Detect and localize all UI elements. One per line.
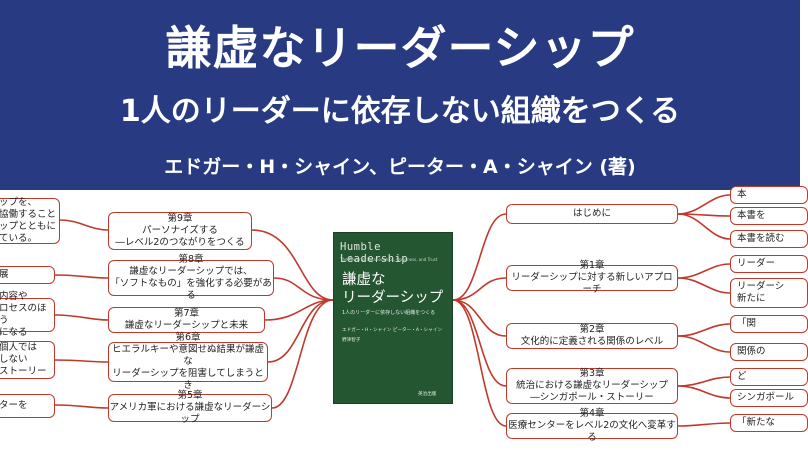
connector xyxy=(271,299,334,409)
chapter-5-node[interactable]: 第5章 アメリカ軍における謙虚なリーダーシップ xyxy=(108,390,272,425)
book-cover: Humble Leadership The Power of Relations… xyxy=(333,232,453,404)
connector xyxy=(54,274,109,279)
connector xyxy=(452,299,507,387)
connector xyxy=(273,277,334,301)
right-leaf[interactable]: 関係の xyxy=(730,343,808,361)
connector xyxy=(677,422,731,427)
book-title-en: Humble Leadership xyxy=(340,241,409,265)
connector xyxy=(677,335,731,353)
book-publisher: 英治出版 xyxy=(418,392,437,397)
book-subtitle-jp: 1人のリーダーに依存しない組織をつくる xyxy=(342,310,436,316)
connector xyxy=(677,213,731,240)
connector xyxy=(452,299,507,427)
right-leaf[interactable]: シンガポール xyxy=(730,389,808,407)
book-title-jp: 謙虚な リーダーシップ xyxy=(342,272,444,306)
left-leaf[interactable]: 個人では しない ストーリー xyxy=(0,341,55,379)
intro-node[interactable]: はじめに xyxy=(506,204,678,224)
book-translator: 野津智子 xyxy=(342,338,361,343)
header-banner: 謙虚なリーダーシップ 1人のリーダーに依存しない組織をつくる エドガー・H・シャ… xyxy=(0,0,800,190)
connector xyxy=(452,299,507,337)
mind-map-connectors xyxy=(54,194,731,427)
right-leaf[interactable]: 「新たな xyxy=(730,414,808,432)
page-subtitle: 1人のリーダーに依存しない組織をつくる xyxy=(119,94,681,129)
author-line: エドガー・H・シャイン、ピーター・A・シャイン (著) xyxy=(164,156,636,178)
book-authors: エドガー・H・シャイン ピーター・A・シャイン xyxy=(342,328,442,333)
right-leaf[interactable]: 本書を xyxy=(730,207,808,225)
left-leaf[interactable]: ップを、 協働すること ップとともに ている。 xyxy=(0,197,60,244)
right-leaf[interactable]: 「関 xyxy=(730,315,808,333)
connector xyxy=(452,213,507,301)
connector xyxy=(59,219,109,231)
connector xyxy=(677,277,731,294)
chapter-1-node[interactable]: 第1章 リーダーシップに対する新しいアプローチ xyxy=(506,260,678,295)
connector xyxy=(54,359,109,363)
chapter-9-node[interactable]: 第9章 パーソナイズする ―レベル2のつながりをつくる xyxy=(108,212,252,250)
left-leaf[interactable]: ターを xyxy=(0,394,55,418)
connector xyxy=(677,194,731,215)
chapter-6-node[interactable]: 第6章 ヒエラルキーや意図せぬ結果が謙虚な リーダーシップを阻害してしまうとき xyxy=(108,332,268,391)
connector xyxy=(677,263,731,279)
chapter-4-node[interactable]: 第4章 医療センターをレベル2の文化へ変革する xyxy=(506,408,678,443)
left-leaf[interactable]: 展 xyxy=(0,266,55,284)
book-subtitle-en: The Power of Relationships, Openness, an… xyxy=(340,257,438,262)
page-title: 謙虚なリーダーシップ xyxy=(165,21,635,75)
connector xyxy=(452,277,507,301)
right-leaf[interactable]: ど xyxy=(730,368,808,386)
chapter-3-node[interactable]: 第3章 統治における謙虚なリーダーシップ ―シンガポール・ストーリー xyxy=(506,368,678,404)
connector xyxy=(267,299,334,363)
right-leaf[interactable]: 本書を読む xyxy=(730,230,808,248)
connector xyxy=(251,229,334,301)
chapter-2-node[interactable]: 第2章 文化的に定義される関係のレベル xyxy=(506,323,678,349)
connector xyxy=(54,404,109,409)
right-leaf[interactable]: 本 xyxy=(730,186,808,204)
left-leaf[interactable]: 内容や ロセスのほう になる xyxy=(0,291,55,338)
chapter-7-node[interactable]: 第7章 謙虚なリーダーシップと未来 xyxy=(108,307,265,333)
right-leaf[interactable]: リーダーシ 新たに xyxy=(730,278,808,308)
connector xyxy=(677,385,731,399)
right-leaf[interactable]: リーダー xyxy=(730,255,808,273)
connector xyxy=(54,314,109,321)
chapter-8-node[interactable]: 第8章 謙虚なリーダーシップでは、 「ソフトなもの」を強化する必要がある xyxy=(108,254,274,301)
connector xyxy=(677,376,731,387)
connector xyxy=(677,323,731,337)
